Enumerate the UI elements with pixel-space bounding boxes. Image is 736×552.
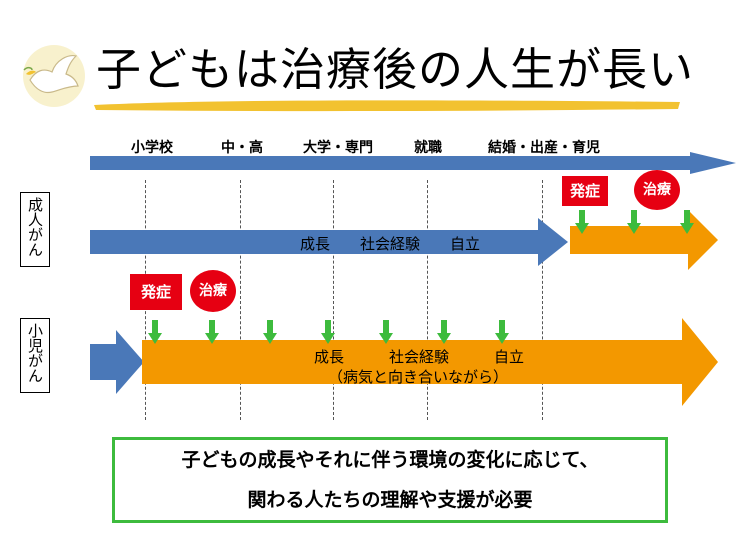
stage-label-marriage: 結婚・出産・育児 [488, 140, 600, 156]
green-arrow-icon [148, 320, 162, 344]
row-label-child-cancer: 小児がん [20, 318, 50, 393]
green-arrow-icon [437, 320, 451, 344]
green-arrow-icon [495, 320, 509, 344]
stage-divider [333, 180, 334, 420]
message-box: 子どもの成長やそれに伴う環境の変化に応じて、 関わる人たちの理解や支援が必要 [112, 437, 668, 523]
adult-blue-arrow [90, 218, 568, 266]
stage-label-university: 大学・専門 [303, 140, 373, 156]
child-arrow-text-1: 成長 社会経験 自立 [314, 348, 525, 366]
green-arrow-icon [680, 210, 694, 234]
timeline-arrow [90, 152, 736, 174]
stage-label-middle-high: 中・高 [221, 140, 263, 156]
child-arrow-text-2: （病気と向き合いながら） [328, 368, 509, 386]
stage-divider [542, 180, 543, 420]
message-line-1: 子どもの成長やそれに伴う環境の変化に応じて、 [181, 449, 599, 471]
row-label-adult-cancer: 成人がん [20, 192, 50, 267]
adult-onset-badge: 発症 [562, 176, 608, 206]
green-arrow-icon [263, 320, 277, 344]
adult-orange-arrow [570, 210, 718, 270]
green-arrow-icon [205, 320, 219, 344]
stage-label-elementary: 小学校 [131, 140, 173, 156]
child-blue-arrow [90, 330, 144, 394]
dove-icon [23, 45, 85, 107]
adult-treatment-badge: 治療 [634, 170, 680, 210]
stage-divider [427, 180, 428, 420]
page-title: 子どもは治療後の人生が長い [96, 43, 695, 96]
child-onset-badge: 発症 [130, 274, 182, 310]
message-line-2: 関わる人たちの理解や支援が必要 [247, 489, 533, 511]
child-treatment-badge: 治療 [190, 270, 236, 312]
adult-arrow-text: 成長 社会経験 自立 [300, 235, 481, 253]
stage-divider [240, 180, 241, 420]
green-arrow-icon [627, 210, 641, 234]
child-orange-arrow [142, 318, 718, 406]
title-underline [94, 100, 680, 112]
stage-label-employment: 就職 [414, 140, 442, 156]
green-arrow-icon [321, 320, 335, 344]
green-arrow-icon [575, 210, 589, 234]
green-arrow-icon [379, 320, 393, 344]
